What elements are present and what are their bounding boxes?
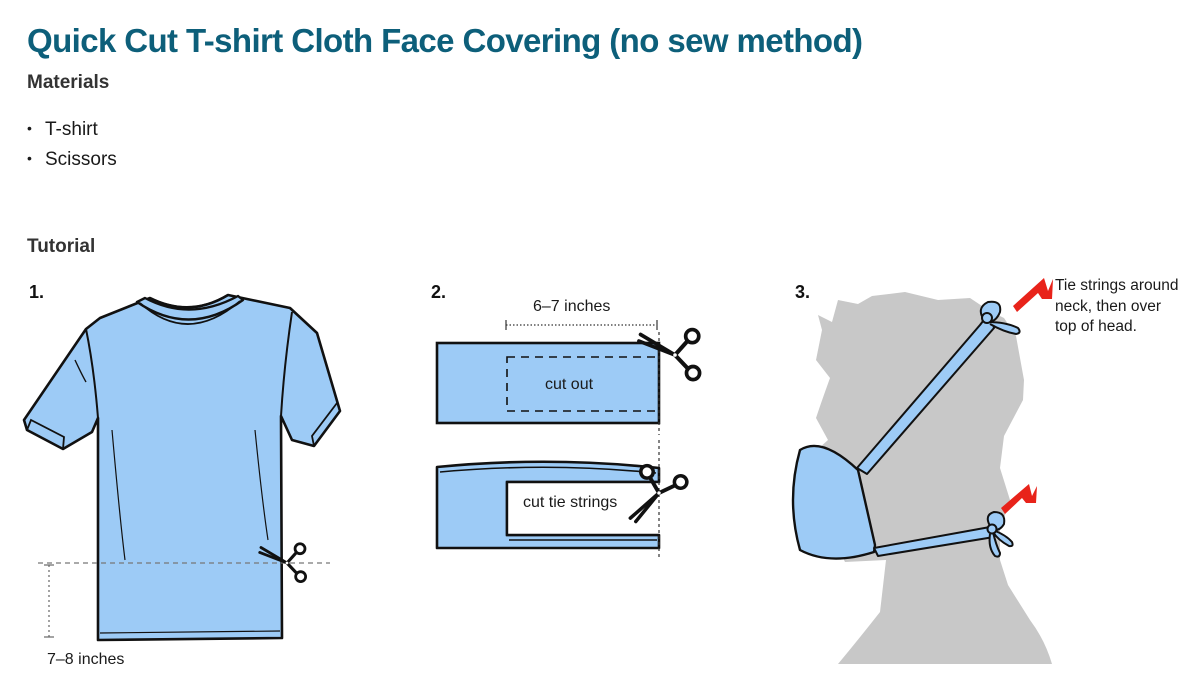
lower-knot-loops xyxy=(986,511,1014,558)
cut-out-outline xyxy=(506,356,660,412)
material-tshirt: T-shirt xyxy=(45,119,98,140)
bullet-icon: • xyxy=(27,120,32,136)
tutorial-heading: Tutorial xyxy=(27,236,96,257)
tshirt-collar xyxy=(135,294,245,321)
width-label: 6–7 inches xyxy=(533,298,611,315)
head-mask-illustration xyxy=(791,278,1053,664)
arrow-icon xyxy=(1001,484,1037,514)
step-number-1: 1. xyxy=(29,282,45,302)
mask xyxy=(791,444,877,560)
materials-heading: Materials xyxy=(27,72,110,93)
list-item: • Scissors xyxy=(27,144,117,174)
head-silhouette xyxy=(808,292,1052,664)
step-number-3: 3. xyxy=(795,282,811,302)
arrow-icon xyxy=(1013,278,1053,312)
material-scissors: Scissors xyxy=(45,149,117,170)
length-label: 7–8 inches xyxy=(47,651,125,668)
bullet-icon: • xyxy=(27,150,32,166)
tshirt-body xyxy=(22,293,342,642)
fabric-panels-illustration xyxy=(435,320,700,560)
cut-tie-strings-label: cut tie strings xyxy=(523,494,618,511)
materials-list: • T-shirt • Scissors xyxy=(27,114,117,174)
page-title: Quick Cut T-shirt Cloth Face Covering (n… xyxy=(27,22,863,59)
list-item: • T-shirt xyxy=(27,114,117,144)
step-number-2: 2. xyxy=(431,282,447,302)
tie-strings-note: Tie strings around neck, then over top o… xyxy=(1055,277,1179,335)
cut-out-label: cut out xyxy=(545,376,594,393)
tshirt-illustration xyxy=(22,293,342,642)
